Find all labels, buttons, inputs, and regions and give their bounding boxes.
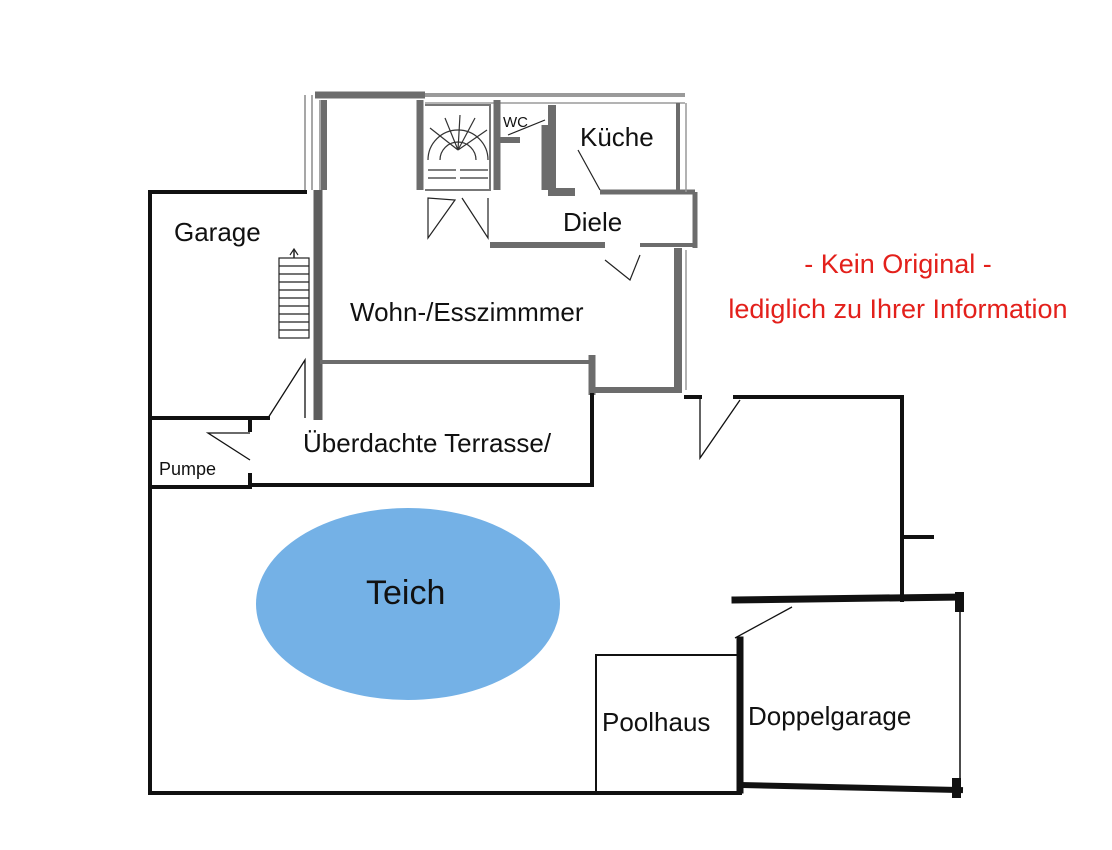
label-pumpe: Pumpe xyxy=(159,459,216,479)
exterior-doors xyxy=(205,357,793,639)
garage-stairs xyxy=(278,247,310,339)
label-wohnen: Wohn-/Esszimmmer xyxy=(350,297,584,327)
notice-line-1: - Kein Original - xyxy=(804,249,992,279)
label-poolhaus: Poolhaus xyxy=(602,707,710,737)
spiral-stairs xyxy=(427,114,489,179)
property-walls xyxy=(148,190,964,795)
label-diele: Diele xyxy=(563,207,622,237)
notice-line-2: lediglich zu Ihrer Information xyxy=(728,294,1067,324)
house-walls xyxy=(304,91,698,420)
label-terrasse: Überdachte Terrasse/ xyxy=(303,428,552,458)
label-doppelgarage: Doppelgarage xyxy=(748,701,911,731)
label-garage: Garage xyxy=(174,217,261,247)
label-wc: WC xyxy=(503,114,528,131)
label-teich: Teich xyxy=(366,574,445,612)
house-doors xyxy=(427,119,641,281)
garage-gate-caps xyxy=(952,592,964,798)
label-kueche: Küche xyxy=(580,122,654,152)
pond-shape xyxy=(256,508,560,700)
